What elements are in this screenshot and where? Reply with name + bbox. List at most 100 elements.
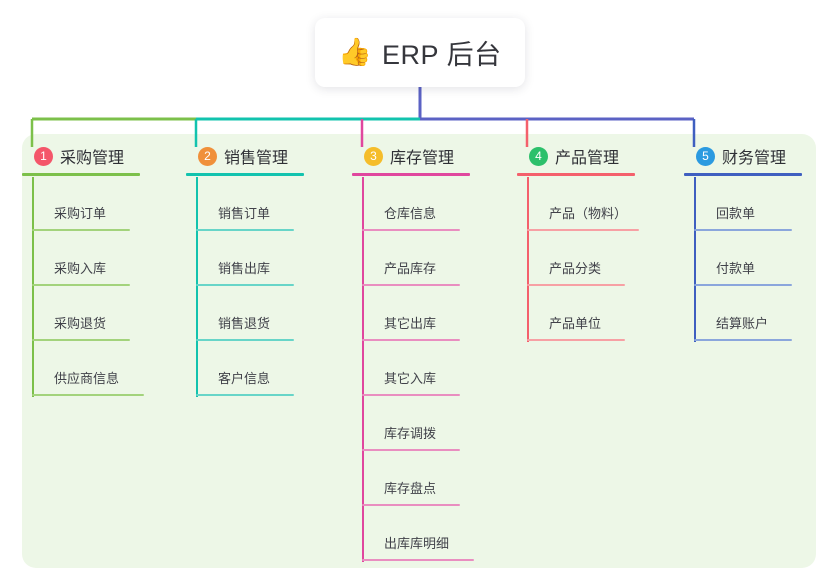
column-badge-icon-2: 2 xyxy=(198,146,217,166)
leaf-underline xyxy=(362,394,460,396)
leaf-underline xyxy=(196,229,294,231)
leaf-underline xyxy=(527,339,625,341)
column-title-2: 销售管理 xyxy=(224,150,289,167)
leaf-underline xyxy=(196,339,294,341)
leaf-underline xyxy=(32,284,130,286)
column-header-3[interactable]: 3 库存管理 xyxy=(352,144,512,168)
column-spine-2 xyxy=(196,177,198,397)
leaf-underline xyxy=(32,229,130,231)
thumbs-up-icon: 👍 xyxy=(338,37,373,67)
leaf-label: 供应商信息 xyxy=(54,371,120,386)
leaf-item[interactable]: 销售退货 xyxy=(196,286,346,341)
column-badge-icon-1: 1 xyxy=(34,146,53,166)
column-underline-3 xyxy=(352,173,470,176)
leaf-underline xyxy=(694,284,792,286)
column-badge-icon-5: 5 xyxy=(696,146,715,166)
leaf-label: 产品单位 xyxy=(549,316,602,331)
leaf-underline xyxy=(32,394,144,396)
leaf-label: 仓库信息 xyxy=(384,206,437,221)
leaf-label: 客户信息 xyxy=(218,371,271,386)
leaf-underline xyxy=(362,559,474,561)
column-spine-1 xyxy=(32,177,34,397)
column-header-1[interactable]: 1 采购管理 xyxy=(22,144,182,168)
leaf-item[interactable]: 产品（物料） xyxy=(527,176,677,231)
root-node[interactable]: 👍 ERP 后台 xyxy=(315,18,525,87)
leaf-item[interactable]: 库存调拨 xyxy=(362,396,512,451)
column-spine-4 xyxy=(527,177,529,342)
column-1: 1 采购管理采购订单采购入库采购退货供应商信息 xyxy=(22,144,182,397)
leaf-item[interactable]: 其它入库 xyxy=(362,341,512,396)
column-underline-2 xyxy=(186,173,304,176)
leaf-item[interactable]: 采购退货 xyxy=(32,286,182,341)
leaf-label: 采购入库 xyxy=(54,261,107,276)
column-header-2[interactable]: 2 销售管理 xyxy=(186,144,346,168)
column-items-2: 销售订单销售出库销售退货客户信息 xyxy=(186,176,346,396)
column-title-4: 产品管理 xyxy=(555,150,620,167)
column-header-4[interactable]: 4 产品管理 xyxy=(517,144,677,168)
leaf-item[interactable]: 产品分类 xyxy=(527,231,677,286)
leaf-item[interactable]: 回款单 xyxy=(694,176,839,231)
leaf-item[interactable]: 出库库明细 xyxy=(362,506,512,561)
leaf-underline xyxy=(527,229,639,231)
column-4: 4 产品管理产品（物料） 产品分类产品单位 xyxy=(517,144,677,342)
leaf-item[interactable]: 销售出库 xyxy=(196,231,346,286)
column-spine-5 xyxy=(694,177,696,342)
leaf-underline xyxy=(362,339,460,341)
leaf-item[interactable]: 付款单 xyxy=(694,231,839,286)
leaf-item[interactable]: 采购订单 xyxy=(32,176,182,231)
leaf-underline xyxy=(196,284,294,286)
leaf-underline xyxy=(32,339,130,341)
leaf-item[interactable]: 其它出库 xyxy=(362,286,512,341)
column-items-3: 仓库信息产品库存其它出库其它入库库存调拨库存盘点出库库明细 xyxy=(352,176,512,561)
leaf-item[interactable]: 库存盘点 xyxy=(362,451,512,506)
leaf-underline xyxy=(362,284,460,286)
leaf-label: 销售出库 xyxy=(218,261,271,276)
root-title: ERP 后台 xyxy=(382,40,502,70)
leaf-label: 其它出库 xyxy=(384,316,437,331)
leaf-item[interactable]: 产品单位 xyxy=(527,286,677,341)
leaf-underline xyxy=(527,284,625,286)
leaf-label: 产品库存 xyxy=(384,261,437,276)
column-badge-icon-4: 4 xyxy=(529,146,548,166)
leaf-underline xyxy=(362,449,460,451)
column-spine-3 xyxy=(362,177,364,562)
leaf-underline xyxy=(362,504,460,506)
column-underline-1 xyxy=(22,173,140,176)
column-underline-5 xyxy=(684,173,802,176)
column-3: 3 库存管理仓库信息产品库存其它出库其它入库库存调拨库存盘点出库库明细 xyxy=(352,144,512,562)
leaf-label: 销售订单 xyxy=(218,206,271,221)
leaf-label: 采购订单 xyxy=(54,206,107,221)
leaf-item[interactable]: 产品库存 xyxy=(362,231,512,286)
leaf-item[interactable]: 客户信息 xyxy=(196,341,346,396)
leaf-label: 产品（物料） xyxy=(549,206,628,221)
column-items-5: 回款单付款单结算账户 xyxy=(684,176,839,341)
column-header-5[interactable]: 5 财务管理 xyxy=(684,144,839,168)
leaf-item[interactable]: 销售订单 xyxy=(196,176,346,231)
leaf-underline xyxy=(196,394,294,396)
leaf-item[interactable]: 结算账户 xyxy=(694,286,839,341)
leaf-underline xyxy=(362,229,460,231)
leaf-item[interactable]: 供应商信息 xyxy=(32,341,182,396)
column-underline-4 xyxy=(517,173,635,176)
leaf-label: 付款单 xyxy=(716,261,756,276)
column-title-5: 财务管理 xyxy=(722,150,787,167)
leaf-underline xyxy=(694,229,792,231)
leaf-label: 其它入库 xyxy=(384,371,437,386)
leaf-label: 出库库明细 xyxy=(384,536,450,551)
leaf-item[interactable]: 仓库信息 xyxy=(362,176,512,231)
leaf-label: 采购退货 xyxy=(54,316,107,331)
column-title-1: 采购管理 xyxy=(60,150,125,167)
column-items-1: 采购订单采购入库采购退货供应商信息 xyxy=(22,176,182,396)
leaf-label: 库存调拨 xyxy=(384,426,437,441)
column-badge-icon-3: 3 xyxy=(364,146,383,166)
column-items-4: 产品（物料） 产品分类产品单位 xyxy=(517,176,677,341)
leaf-label: 库存盘点 xyxy=(384,481,437,496)
leaf-item[interactable]: 采购入库 xyxy=(32,231,182,286)
column-2: 2 销售管理销售订单销售出库销售退货客户信息 xyxy=(186,144,346,397)
column-title-3: 库存管理 xyxy=(390,150,455,167)
leaf-label: 结算账户 xyxy=(716,316,769,331)
column-5: 5 财务管理回款单付款单结算账户 xyxy=(684,144,839,342)
leaf-underline xyxy=(694,339,792,341)
leaf-label: 回款单 xyxy=(716,206,756,221)
